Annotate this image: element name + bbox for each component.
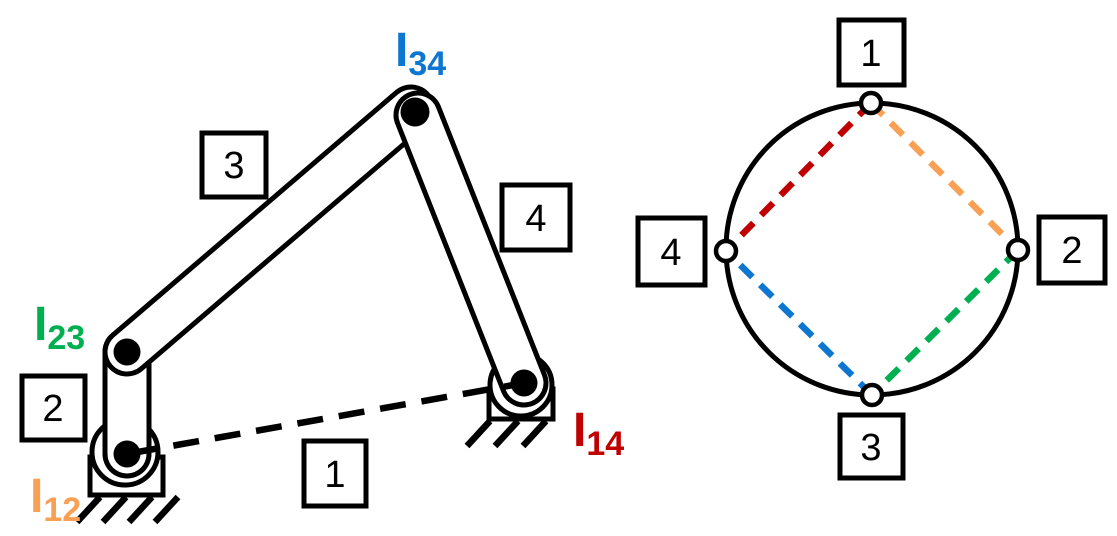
node-3-label-box: 3 [837,412,906,481]
joint-pin-i12 [113,440,141,468]
link-3-label: 3 [223,145,244,187]
node-2-circle [1005,237,1031,263]
node-1-circle [858,90,884,116]
joint-pin-i23 [113,338,141,366]
link-4-label: 4 [525,198,546,240]
ic-label-i23: I23 [34,298,85,357]
node-2-label-box: 2 [1036,214,1108,286]
node-2-label: 2 [1061,230,1082,272]
fourbar-mechanism: 3 4 2 1 I34 I23 I12 I14 [19,24,624,529]
ic-label-i14: I14 [573,404,624,463]
link-3-bar [102,84,436,377]
link-3-label-box: 3 [199,130,269,200]
link-4-label-box: 4 [499,182,573,253]
edge-3-4-dashed-line [723,248,875,398]
node-1-label: 1 [860,33,881,75]
node-1-label-box: 1 [836,17,907,88]
link-2-label: 2 [42,388,63,430]
kennedy-circle [723,100,1021,398]
ic-label-i12: I12 [30,470,81,529]
link-1-label: 1 [324,454,345,496]
ground-hatch-right-icon [464,418,549,449]
node-3-circle [859,382,885,408]
link-2-label-box: 2 [19,373,88,443]
edge-1-4-dashed-line [723,100,874,254]
node-4-label-box: 4 [635,215,708,288]
kennedy-circle-diagram: 1 2 3 4 [635,17,1108,481]
ground-hatch-left-icon [74,494,181,525]
link-1-label-box: 1 [301,438,369,509]
joint-pin-i34 [400,97,430,127]
edge-2-3-dashed-line [869,247,1021,398]
link-4-bar [393,90,549,408]
joint-pin-i14 [510,369,538,397]
link-1-ground-dashed-line [131,380,520,457]
node-4-circle [713,238,739,264]
edge-1-2-dashed-line [868,100,1021,253]
ic-label-i34: I34 [395,24,446,83]
node-4-label: 4 [660,232,681,274]
node-3-label: 3 [860,427,881,469]
